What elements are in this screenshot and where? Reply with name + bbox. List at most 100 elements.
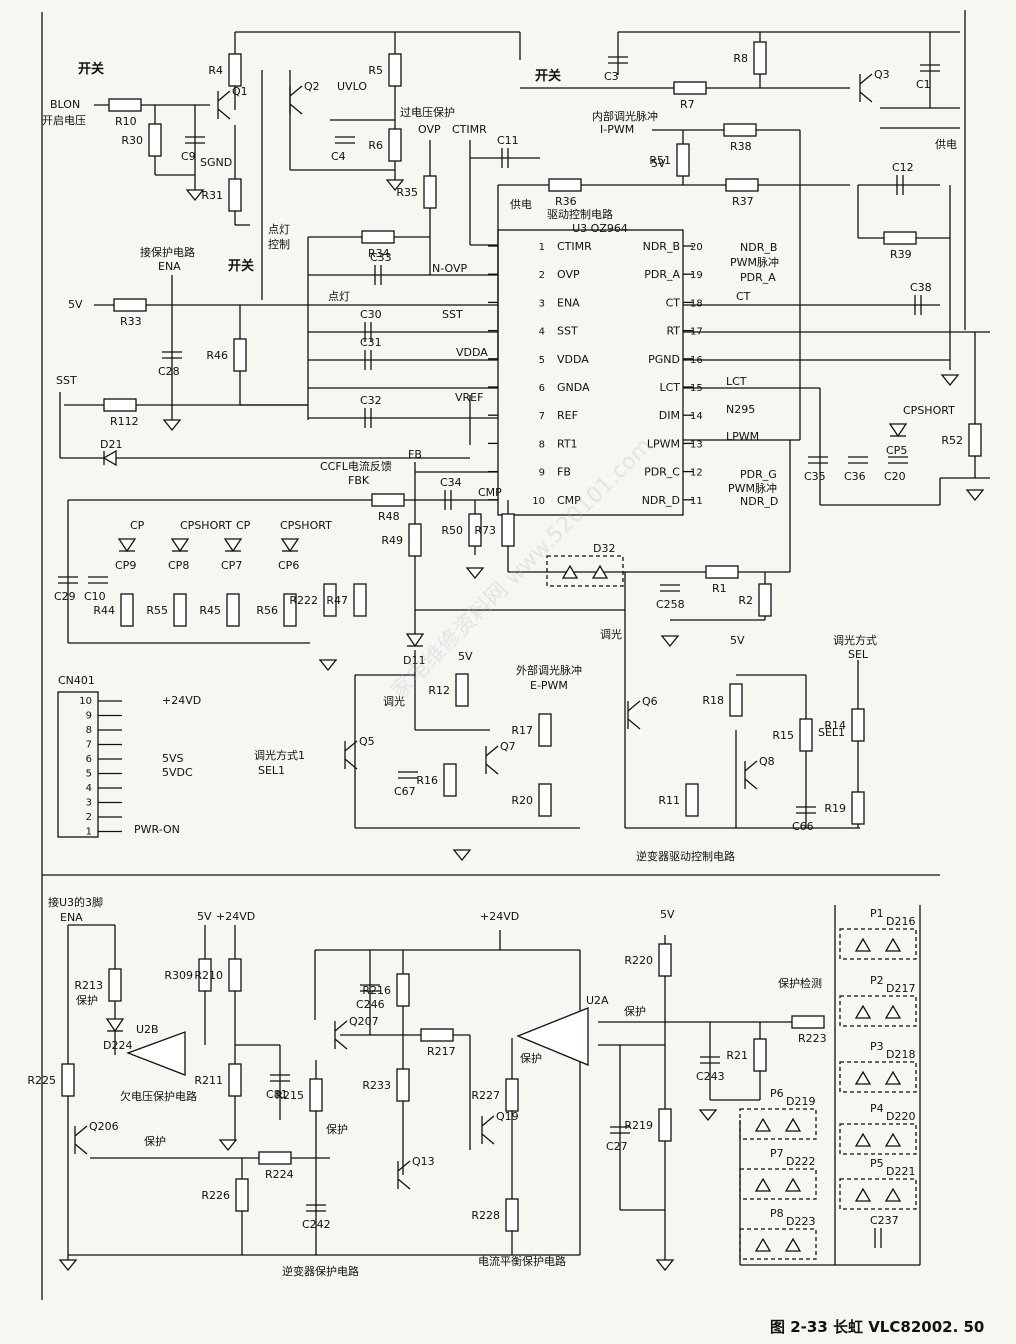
cn401-pin: 1 — [86, 827, 92, 838]
component-r49: R49 — [381, 523, 422, 557]
component-q206: Q206 — [74, 1120, 119, 1155]
ground-icon — [965, 489, 985, 502]
component-d220: D220 — [839, 1110, 917, 1155]
component-p5: P5 — [870, 1157, 884, 1170]
label-protect4: 保护 — [520, 1051, 542, 1065]
component-r39: R39 — [883, 231, 917, 261]
svg-text:P4: P4 — [870, 1102, 884, 1115]
component-r216: R216 — [362, 973, 410, 1007]
component-r56: R56 — [256, 593, 297, 627]
svg-text:CP5: CP5 — [886, 444, 907, 457]
cn401-pin: 8 — [86, 725, 92, 736]
component-r233: R233 — [362, 1068, 410, 1102]
ground-icon — [385, 179, 405, 192]
svg-text:Q1: Q1 — [232, 85, 248, 98]
ic-pin-name: CT — [666, 296, 681, 309]
label-pwron: PWR-ON — [134, 823, 180, 836]
svg-text:D222: D222 — [786, 1155, 815, 1168]
component-r48: R48 — [371, 493, 405, 523]
label-ena: ENA — [158, 260, 181, 273]
cn401-pin: 9 — [86, 711, 92, 722]
svg-text:Q5: Q5 — [359, 735, 375, 748]
ground-icon — [58, 1259, 78, 1272]
ic-pin-num: 14 — [690, 411, 703, 422]
component-r6: R6 — [368, 128, 402, 162]
component-q1: Q1 — [217, 85, 248, 120]
label-supply2: 供电 — [935, 137, 957, 151]
label-5v-b: 5V — [651, 157, 666, 170]
label-lower-5v: 5V — [197, 910, 212, 923]
component-r222: R222 — [289, 583, 337, 617]
svg-text:R227: R227 — [471, 1089, 500, 1102]
svg-text:R51: R51 — [649, 154, 671, 167]
svg-text:D11: D11 — [403, 654, 425, 667]
label-pwm2: PWM脉冲 — [728, 481, 777, 495]
component-cp8: CP8 — [168, 538, 189, 572]
svg-text:P2: P2 — [870, 974, 884, 987]
component-r45: R45 — [199, 593, 240, 627]
upper-components: R4R10Q1R30C9R31Q2R5C4R6C3R7R8C1Q3R38R51R… — [54, 41, 985, 1272]
svg-text:C10: C10 — [84, 590, 106, 603]
ground-icon — [218, 1139, 238, 1152]
svg-text:R213: R213 — [74, 979, 103, 992]
ground-icon — [318, 659, 338, 672]
svg-text:C246: C246 — [356, 998, 385, 1011]
component-cp9: CP9 — [115, 538, 136, 572]
label-uv-prot: 欠电压保护电路 — [120, 1089, 197, 1103]
component-c243: C243 — [696, 1056, 725, 1083]
label-5vs: 5VS — [162, 752, 184, 765]
label-blon: BLON — [50, 98, 80, 111]
ground-icon — [185, 189, 205, 202]
svg-text:C29: C29 — [54, 590, 76, 603]
label-dim2: 调光 — [383, 694, 405, 708]
label-dim-mode1: 调光方式1 — [254, 748, 305, 762]
component-c30: C30 — [360, 308, 382, 342]
svg-text:R30: R30 — [121, 134, 143, 147]
component-q7: Q7 — [485, 740, 516, 775]
svg-text:Q13: Q13 — [412, 1155, 435, 1168]
component-d217: D217 — [839, 982, 917, 1027]
svg-text:D220: D220 — [886, 1110, 915, 1123]
upper-wiring — [57, 31, 990, 838]
ground-icon — [162, 419, 182, 432]
svg-text:C33: C33 — [370, 251, 392, 264]
svg-text:R226: R226 — [201, 1189, 230, 1202]
label-prot-conn: 接保护电路 — [140, 245, 195, 259]
svg-text:C243: C243 — [696, 1070, 725, 1083]
label-cpshort1: CPSHORT — [180, 519, 232, 532]
component-c1: C1 — [916, 64, 940, 91]
ic-pin-name: OVP — [557, 268, 580, 281]
label-protect5: 保护 — [624, 1004, 646, 1018]
component-r213: R213 — [74, 968, 122, 1002]
svg-text:R7: R7 — [680, 98, 695, 111]
label-sel: SEL — [848, 648, 869, 661]
ic-pin-name: FB — [557, 466, 571, 479]
svg-text:Q3: Q3 — [874, 68, 890, 81]
component-r112: R112 — [103, 398, 139, 428]
svg-text:R216: R216 — [362, 984, 391, 997]
label-lamp-on: 点灯 — [328, 290, 350, 303]
svg-text:C20: C20 — [884, 470, 906, 483]
component-q3: Q3 — [859, 68, 890, 103]
component-r52: R52 — [941, 423, 982, 457]
svg-text:R46: R46 — [206, 349, 228, 362]
component-c3: C3 — [604, 56, 628, 83]
component-c38: C38 — [910, 281, 932, 315]
svg-text:Q8: Q8 — [759, 755, 775, 768]
ic-pin-name: LPWM — [647, 437, 680, 450]
component-cp7: CP7 — [221, 538, 242, 572]
svg-text:C81: C81 — [266, 1088, 288, 1101]
component-q19: Q19 — [481, 1110, 519, 1145]
cn401-pin: 4 — [86, 783, 92, 794]
svg-text:R21: R21 — [726, 1049, 748, 1062]
label-lower-5v-b: 5V — [660, 908, 675, 921]
svg-text:C9: C9 — [181, 150, 196, 163]
component-q8: Q8 — [744, 755, 775, 790]
ic-pin-num: 4 — [539, 327, 545, 338]
label-protect1: 保护 — [76, 993, 98, 1007]
svg-text:R50: R50 — [441, 524, 463, 537]
svg-text:Q207: Q207 — [349, 1015, 379, 1028]
component-p8: P8 — [770, 1207, 784, 1220]
component-q5: Q5 — [344, 735, 375, 770]
